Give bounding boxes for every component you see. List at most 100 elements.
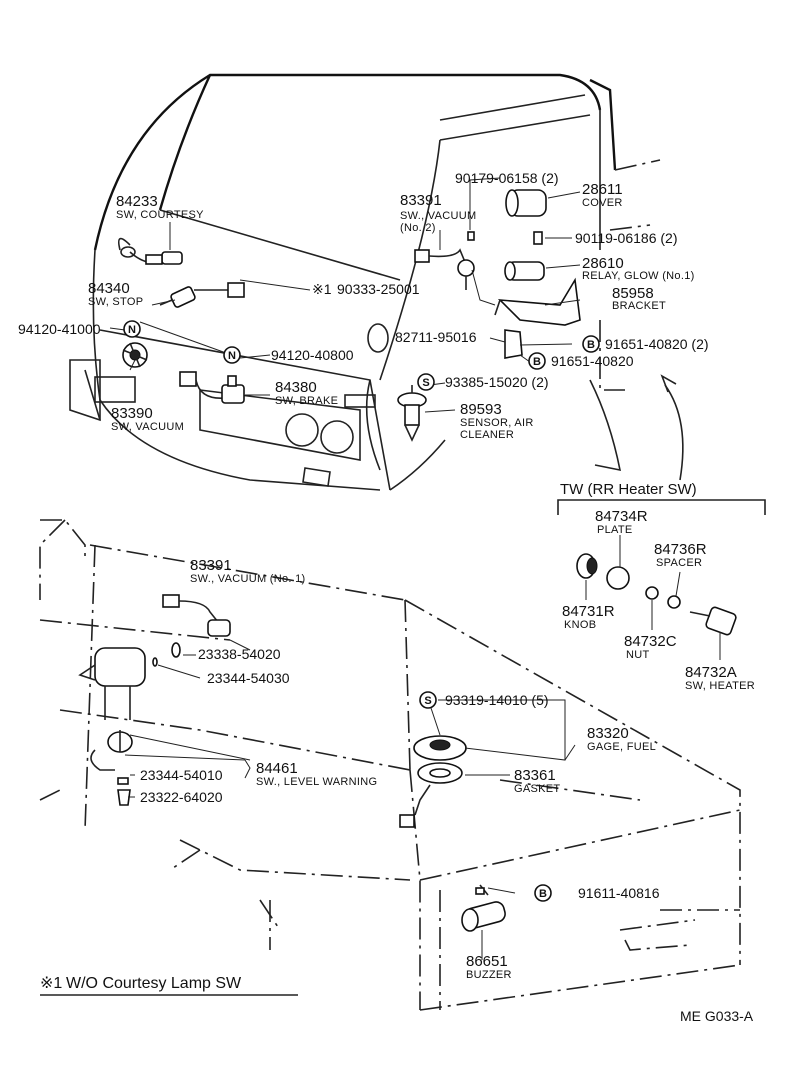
part-name: COVER — [582, 197, 623, 209]
part-number: 84380 — [275, 379, 317, 396]
tw-pointer-arrow — [660, 374, 684, 481]
footnote-mark: ※1 — [40, 975, 62, 992]
buzzer-drawing — [461, 884, 506, 932]
part-number: 83361 — [514, 767, 556, 784]
symbol-n-1: N — [123, 320, 141, 338]
part-number: 85958 — [612, 285, 654, 302]
part-number: 84731R — [562, 603, 615, 620]
part-name: SW, VACUUM — [111, 421, 184, 433]
stop-switch-drawing — [159, 282, 245, 308]
label-90333: ※1 90333-25001 — [312, 281, 420, 297]
part-number: 90333-25001 — [337, 281, 420, 297]
svg-text:S: S — [424, 695, 431, 707]
symbol-b-1: B — [582, 335, 600, 353]
part-name: BUZZER — [466, 969, 512, 981]
footnote-text: W/O Courtesy Lamp SW — [66, 975, 242, 992]
label-84731R: 84731R KNOB — [562, 603, 615, 631]
part-name: SENSOR, AIR — [460, 417, 534, 429]
label-84732A: 84732A SW, HEATER — [685, 664, 755, 692]
part-number: 84734R — [595, 508, 648, 525]
footnote-mark: ※1 — [312, 281, 332, 297]
part-name: SW., VACUUM (No. 1) — [190, 573, 306, 585]
label-90119: 90119-06186 (2) — [575, 230, 677, 246]
part-name-2: (No. 2) — [400, 222, 436, 234]
reference-code: ME G033-A — [680, 1008, 754, 1024]
symbol-b-3: B — [534, 884, 552, 902]
part-name: PLATE — [597, 524, 633, 536]
part-number: 84732C — [624, 633, 677, 650]
label-91651-a: 91651-40820 (2) — [605, 336, 709, 352]
part-number: 84736R — [654, 541, 707, 558]
part-name: SW., LEVEL WARNING — [256, 776, 377, 788]
svg-text:B: B — [533, 356, 541, 368]
part-name: SW, HEATER — [685, 680, 755, 692]
part-number: 84233 — [116, 193, 158, 210]
part-name: SW, STOP — [88, 296, 143, 308]
label-23344-54030: 23344-54030 — [207, 670, 290, 686]
label-89593: 89593 SENSOR, AIR CLEANER — [460, 401, 534, 441]
symbol-s-2: S — [419, 691, 437, 709]
tw-box — [557, 499, 766, 515]
part-name: KNOB — [564, 619, 596, 631]
part-number: 84732A — [685, 664, 737, 681]
svg-text:S: S — [422, 377, 429, 389]
label-83320: 83320 GAGE, FUEL — [587, 725, 656, 753]
vacuum-switch-83390-drawing — [122, 342, 148, 368]
label-82711: 82711-95016 — [395, 329, 477, 345]
part-number: 86651 — [466, 953, 508, 970]
part-number: 83320 — [587, 725, 629, 742]
vacuum-switch-no1-drawing — [152, 594, 231, 667]
part-number: 84461 — [256, 760, 298, 777]
part-number: 83391 — [400, 192, 442, 209]
label-86651: 86651 BUZZER — [466, 953, 512, 981]
tw-parts-drawing — [576, 535, 737, 660]
svg-text:N: N — [128, 324, 136, 336]
part-number: 89593 — [460, 401, 502, 418]
label-94120-41000: 94120-41000 — [18, 321, 101, 337]
fuel-filter-drawing — [78, 647, 146, 806]
label-84461: 84461 SW., LEVEL WARNING — [256, 760, 377, 788]
part-name: SW., VACUUM — [400, 210, 476, 222]
part-name: SW, BRAKE — [275, 395, 338, 407]
svg-text:N: N — [228, 350, 236, 362]
label-84732C: 84732C NUT — [624, 633, 677, 661]
part-name: RELAY, GLOW (No.1) — [582, 270, 695, 282]
symbol-b-2: B — [528, 352, 546, 370]
fuel-gage-drawing — [399, 735, 467, 828]
part-name: GASKET — [514, 783, 560, 795]
part-name: SPACER — [656, 557, 702, 569]
label-23344-54010: 23344-54010 — [140, 767, 223, 783]
part-name-2: CLEANER — [460, 429, 514, 441]
part-name: BRACKET — [612, 300, 666, 312]
part-name: SW, COURTESY — [116, 209, 204, 221]
svg-text:B: B — [587, 339, 595, 351]
label-84340: 84340 SW, STOP — [88, 280, 143, 308]
tw-title: TW (RR Heater SW) — [560, 481, 697, 498]
svg-text:B: B — [539, 888, 547, 900]
truck-bed-outline — [39, 519, 741, 1011]
glow-relay-drawing — [467, 189, 547, 281]
part-number: 83391 — [190, 557, 232, 574]
label-84233: 84233 SW, COURTESY — [116, 193, 204, 221]
lower-leader-lines — [124, 639, 576, 960]
label-85958: 85958 BRACKET — [612, 285, 666, 312]
label-28610: 28610 RELAY, GLOW (No.1) — [582, 255, 695, 282]
courtesy-switch-drawing — [129, 251, 183, 265]
bracket-drawing — [494, 277, 581, 359]
symbol-s-1: S — [417, 373, 435, 391]
label-28611: 28611 COVER — [582, 181, 623, 209]
vacuum-switch-no2-drawing — [414, 248, 475, 290]
part-number: 28611 — [582, 181, 623, 198]
footnote: ※1 W/O Courtesy Lamp SW — [40, 975, 298, 996]
air-sensor-drawing — [397, 385, 427, 442]
label-84734R: 84734R PLATE — [595, 508, 648, 536]
label-83361: 83361 GASKET — [514, 767, 560, 795]
part-number: 28610 — [582, 255, 624, 272]
label-90179: 90179-06158 (2) — [455, 170, 559, 186]
label-23322: 23322-64020 — [140, 789, 223, 805]
part-name: NUT — [626, 649, 650, 661]
label-84736R: 84736R SPACER — [654, 541, 707, 569]
label-23338: 23338-54020 — [198, 646, 281, 662]
brake-switch-drawing — [179, 371, 245, 404]
